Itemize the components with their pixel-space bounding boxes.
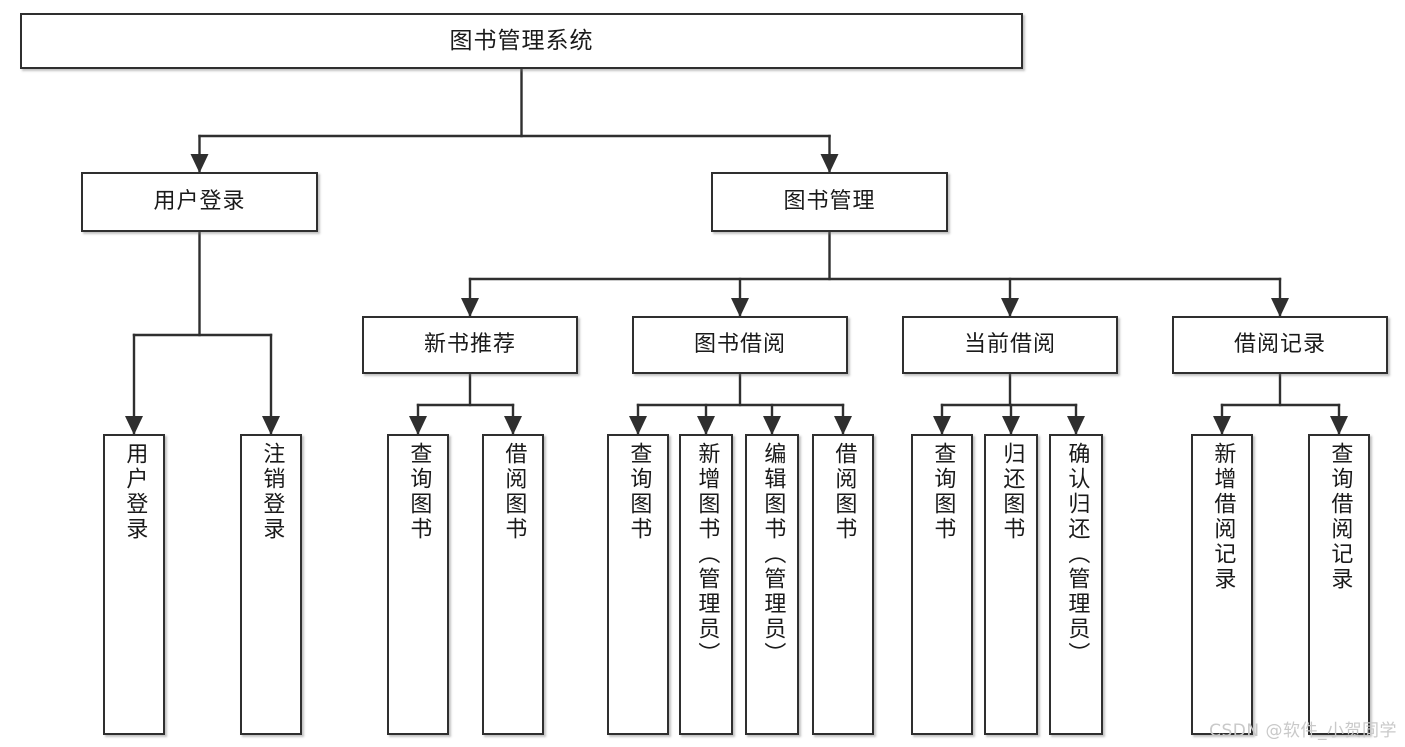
node-leaf-rec-1[interactable]: 新增借阅记录: [1191, 434, 1253, 735]
node-label: 新书推荐: [423, 332, 516, 358]
node-leaf-login-2[interactable]: 注销登录: [240, 434, 302, 735]
node-label: 图书管理系统: [449, 27, 594, 54]
node-label: 借阅记录: [1233, 332, 1326, 358]
node-label: 新增图书（管理员）: [694, 442, 720, 667]
node-label: 归还图书: [999, 442, 1025, 542]
arrowhead-icon: [461, 298, 479, 317]
arrowhead-icon: [731, 298, 749, 317]
node-label: 借阅图书: [501, 442, 527, 542]
node-newbooks[interactable]: 新书推荐: [362, 316, 578, 374]
arrowhead-icon: [1067, 416, 1085, 435]
node-label: 当前借阅: [963, 332, 1056, 358]
node-login[interactable]: 用户登录: [81, 172, 318, 232]
node-leaf-cur-3[interactable]: 确认归还（管理员）: [1049, 434, 1103, 735]
arrowhead-icon: [820, 154, 839, 173]
node-label: 确认归还（管理员）: [1064, 442, 1090, 667]
node-label: 借阅图书: [831, 442, 857, 542]
node-leaf-borrow-3[interactable]: 编辑图书（管理员）: [745, 434, 799, 735]
node-leaf-login-1[interactable]: 用户登录: [103, 434, 165, 735]
arrowhead-icon: [1271, 298, 1289, 317]
arrowhead-icon: [763, 416, 781, 435]
node-leaf-borrow-1[interactable]: 查询图书: [607, 434, 669, 735]
node-label: 用户登录: [153, 189, 246, 215]
node-label: 图书管理: [783, 189, 876, 215]
node-leaf-cur-2[interactable]: 归还图书: [984, 434, 1038, 735]
node-label: 注销登录: [259, 442, 285, 542]
node-records[interactable]: 借阅记录: [1172, 316, 1388, 374]
node-root[interactable]: 图书管理系统: [20, 13, 1023, 69]
node-leaf-cur-1[interactable]: 查询图书: [911, 434, 973, 735]
node-label: 查询图书: [626, 442, 652, 542]
arrowhead-icon: [1330, 416, 1348, 435]
arrowhead-icon: [1001, 298, 1019, 317]
node-leaf-rec-2[interactable]: 查询借阅记录: [1308, 434, 1370, 735]
node-label: 图书借阅: [693, 332, 786, 358]
arrowhead-icon: [933, 416, 951, 435]
arrowhead-icon: [697, 416, 715, 435]
node-label: 查询图书: [930, 442, 956, 542]
node-label: 编辑图书（管理员）: [760, 442, 786, 667]
node-leaf-borrow-4[interactable]: 借阅图书: [812, 434, 874, 735]
node-bookmgmt[interactable]: 图书管理: [711, 172, 948, 232]
arrowhead-icon: [504, 416, 522, 435]
node-borrow[interactable]: 图书借阅: [632, 316, 848, 374]
node-leaf-borrow-2[interactable]: 新增图书（管理员）: [679, 434, 733, 735]
node-leaf-new-1[interactable]: 查询图书: [387, 434, 449, 735]
arrowhead-icon: [834, 416, 852, 435]
node-leaf-new-2[interactable]: 借阅图书: [482, 434, 544, 735]
node-label: 用户登录: [122, 442, 148, 542]
csdn-watermark: CSDN @软件_小贺同学: [1209, 721, 1397, 741]
arrowhead-icon: [629, 416, 647, 435]
node-current[interactable]: 当前借阅: [902, 316, 1118, 374]
arrowhead-icon: [262, 416, 280, 435]
arrowhead-icon: [1002, 416, 1020, 435]
node-label: 查询图书: [406, 442, 432, 542]
arrowhead-icon: [409, 416, 427, 435]
node-label: 查询借阅记录: [1327, 442, 1353, 592]
arrowhead-icon: [190, 154, 209, 173]
arrowhead-icon: [1213, 416, 1231, 435]
node-label: 新增借阅记录: [1210, 442, 1236, 592]
arrowhead-icon: [125, 416, 143, 435]
